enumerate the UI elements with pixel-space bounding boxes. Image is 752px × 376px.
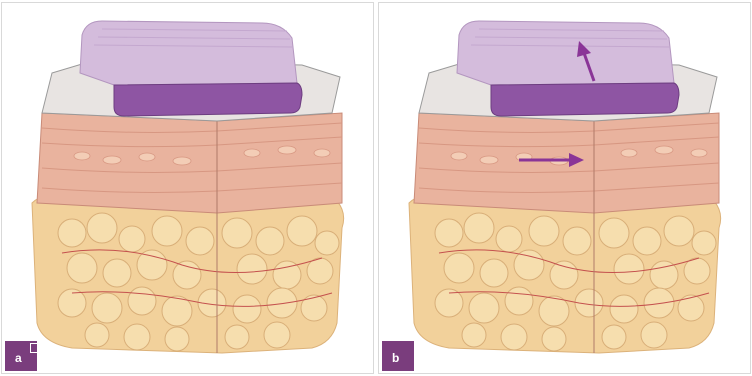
label-corner-decoration [30, 343, 40, 353]
illustration-panel-b: b [378, 2, 751, 374]
skin-tissue-illustration-a [2, 3, 374, 374]
panel-label-b: b [382, 341, 414, 371]
skin-tissue-illustration-b [379, 3, 751, 374]
illustration-panel-a: a [1, 2, 374, 374]
